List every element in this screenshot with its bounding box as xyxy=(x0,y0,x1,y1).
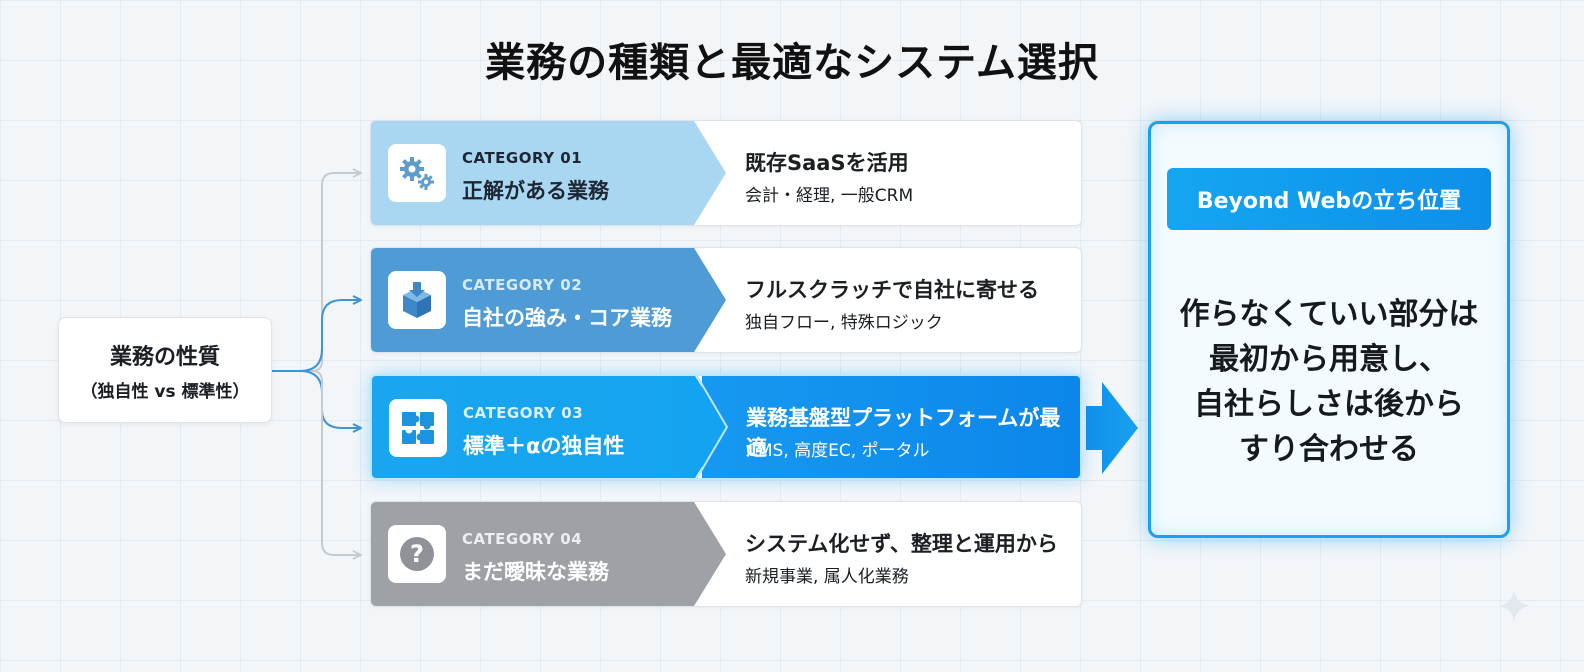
panel-message-line: 自社らしさは後から xyxy=(1194,387,1464,422)
chevron-divider xyxy=(697,376,729,478)
panel-message-line: 作らなくていい部分は xyxy=(1179,297,1479,332)
nature-title: 業務の性質 xyxy=(109,344,220,370)
sparkle-icon xyxy=(1498,590,1530,622)
question-icon: ? xyxy=(388,525,446,583)
solution-examples: 新規事業, 属人化業務 xyxy=(745,567,909,587)
category-label: CATEGORY 04 xyxy=(462,530,583,548)
solution-examples: 会計・経理, 一般CRM xyxy=(745,186,914,206)
category-name: 標準＋αの独自性 xyxy=(463,434,625,458)
panel-message: 作らなくていい部分は 最初から用意し、 自社らしさは後から すり合わせる xyxy=(1151,292,1507,472)
category-row-04: ? CATEGORY 04 まだ曖昧な業務 システム化せず、整理と運用から 新規… xyxy=(370,501,1082,607)
category-label: CATEGORY 02 xyxy=(462,276,583,294)
category-row-02: CATEGORY 02 自社の強み・コア業務 フルスクラッチで自社に寄せる 独自… xyxy=(370,247,1082,353)
panel-message-line: 最初から用意し、 xyxy=(1209,342,1449,377)
solution-examples: CMS, 高度EC, ポータル xyxy=(746,441,930,461)
page-title: 業務の種類と最適なシステム選択 xyxy=(485,40,1099,86)
connector-04 xyxy=(311,370,360,555)
gears-icon xyxy=(388,144,446,202)
panel-badge: Beyond Webの立ち位置 xyxy=(1167,168,1491,230)
solution-title: 既存SaaSを活用 xyxy=(745,151,909,175)
solution-title: 業務基盤型プラットフォームが最適 xyxy=(746,406,1061,460)
category-row-03: CATEGORY 03 標準＋αの独自性 業務基盤型プラットフォームが最適 CM… xyxy=(370,374,1082,480)
category-label: CATEGORY 03 xyxy=(463,404,584,422)
solution-title: システム化せず、整理と運用から xyxy=(745,532,1058,556)
puzzle-icon xyxy=(389,399,447,457)
category-row-01: CATEGORY 01 正解がある業務 既存SaaSを活用 会計・経理, 一般C… xyxy=(370,120,1082,226)
nature-subtitle: （独自性 vs 標準性） xyxy=(80,381,250,402)
svg-text:?: ? xyxy=(410,540,424,568)
category-name: まだ曖昧な業務 xyxy=(462,560,609,584)
category-label: CATEGORY 01 xyxy=(462,149,583,167)
connector-03 xyxy=(299,370,360,428)
connector-01 xyxy=(300,173,360,372)
category-name: 自社の強み・コア業務 xyxy=(462,306,672,330)
connector-02 xyxy=(299,300,360,372)
solution-title: フルスクラッチで自社に寄せる xyxy=(745,278,1039,302)
beyond-web-position-panel: Beyond Webの立ち位置 作らなくていい部分は 最初から用意し、 自社らし… xyxy=(1148,121,1510,538)
arrow-right-icon xyxy=(1086,382,1138,474)
box-icon xyxy=(388,271,446,329)
solution-examples: 独自フロー, 特殊ロジック xyxy=(745,313,943,333)
business-nature-box: 業務の性質 （独自性 vs 標準性） xyxy=(58,317,272,423)
panel-message-line: すり合わせる xyxy=(1239,432,1419,467)
highlight-fill xyxy=(702,376,1080,478)
category-name: 正解がある業務 xyxy=(462,179,609,203)
